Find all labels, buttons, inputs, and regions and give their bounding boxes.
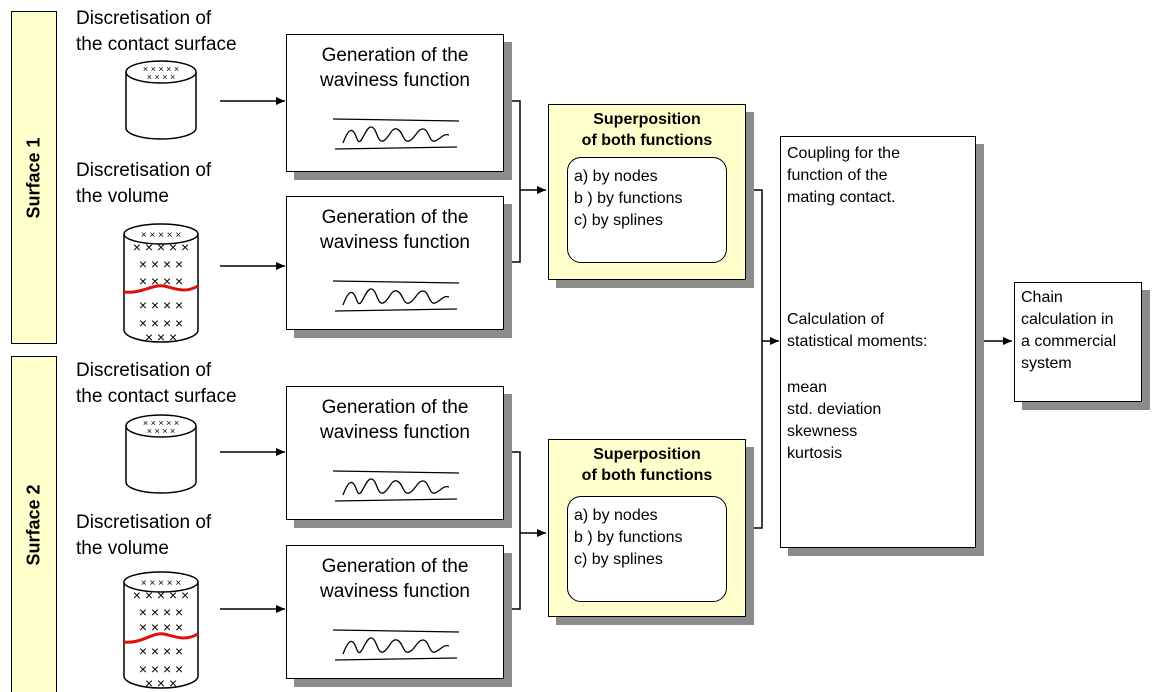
option-item: a) by nodes — [574, 507, 658, 524]
cylinder-volume-meshed-icon: × × × × × × × × × × × × × × × × × × × × … — [123, 223, 199, 345]
option-item: a) by nodes — [574, 168, 658, 185]
svg-text:× × × × ×: × × × × × — [141, 230, 181, 241]
moment-item: mean — [787, 379, 828, 396]
svg-text:× × × × ×: × × × × × — [141, 578, 181, 589]
coupling-text: Coupling for the function of the mating … — [787, 145, 900, 206]
s2-generation-volume-box: Generation of the waviness function — [286, 545, 504, 679]
surface1-label: Surface 1 — [23, 136, 44, 219]
merge-superposition — [745, 189, 763, 529]
s1-generation-contact-box: Generation of the waviness function — [286, 34, 504, 172]
svg-text:× × × × ×: × × × × × — [143, 418, 179, 428]
s2-superposition-options: a) by nodes b ) by functions c) by splin… — [567, 496, 727, 602]
svg-text:× × ×: × × × — [145, 329, 177, 345]
option-item: b ) by functions — [574, 190, 683, 207]
cylinder-volume-meshed-icon: × × × × × × × × × × × × × × × × × × × × … — [123, 571, 199, 691]
svg-text:× × × × ×: × × × × × — [143, 64, 179, 74]
svg-text:× × × ×: × × × × — [139, 661, 183, 677]
option-item: c) by splines — [574, 551, 663, 568]
chain-calculation-box: Chain calculation in a commercial system — [1014, 282, 1142, 402]
merge-s2 — [503, 451, 521, 610]
surface1-band: Surface 1 — [11, 11, 57, 344]
svg-text:× × × ×: × × × × — [147, 72, 176, 82]
svg-text:× × × × ×: × × × × × — [133, 587, 189, 603]
s1-generation-volume-box: Generation of the waviness function — [286, 196, 504, 330]
s2-generation-contact-box: Generation of the waviness function — [286, 386, 504, 520]
wave-curve-icon — [332, 118, 460, 150]
s1-superposition-box: Superposition of both functions a) by no… — [548, 104, 746, 280]
wave-curve-icon — [332, 470, 460, 502]
wave-curve-icon — [332, 629, 460, 661]
svg-text:× × × ×: × × × × — [139, 619, 183, 635]
s2-superposition-box: Superposition of both functions a) by no… — [548, 439, 746, 617]
cylinder-top-meshed-icon: × × × × × × × × × — [125, 414, 197, 494]
svg-text:× × × ×: × × × × — [139, 273, 183, 289]
moments-list: mean std. deviation skewness kurtosis — [787, 377, 881, 465]
surface2-band: Surface 2 — [11, 356, 57, 692]
s2-volume-label: Discretisation of the volume — [76, 512, 212, 559]
moment-item: skewness — [787, 423, 858, 440]
option-item: b ) by functions — [574, 529, 683, 546]
moment-item: std. deviation — [787, 401, 882, 418]
svg-text:× × × ×: × × × × — [139, 256, 183, 272]
merge-s1 — [503, 100, 521, 263]
s1-superposition-options: a) by nodes b ) by functions c) by splin… — [567, 157, 727, 263]
svg-text:× × × ×: × × × × — [139, 297, 183, 313]
s1-volume-label: Discretisation of the volume — [76, 160, 212, 207]
svg-text:× × × ×: × × × × — [139, 315, 183, 331]
surface2-label: Surface 2 — [23, 484, 44, 566]
cylinder-top-meshed-icon: × × × × × × × × × — [125, 60, 197, 140]
moment-item: kurtosis — [787, 445, 843, 462]
svg-text:× × × ×: × × × × — [139, 643, 183, 659]
wave-curve-icon — [332, 280, 460, 312]
svg-text:× × × ×: × × × × — [147, 426, 176, 436]
calculation-text: Calculation of statistical moments: — [787, 311, 928, 350]
svg-text:× × × ×: × × × × — [139, 604, 183, 620]
s1-contact-label: Discretisation of the contact surface — [76, 8, 237, 55]
option-item: c) by splines — [574, 212, 663, 229]
svg-text:× × ×: × × × — [145, 675, 177, 691]
coupling-box: Coupling for the function of the mating … — [780, 136, 976, 548]
svg-text:× × × × ×: × × × × × — [133, 239, 189, 255]
s2-contact-label: Discretisation of the contact surface — [76, 360, 237, 407]
